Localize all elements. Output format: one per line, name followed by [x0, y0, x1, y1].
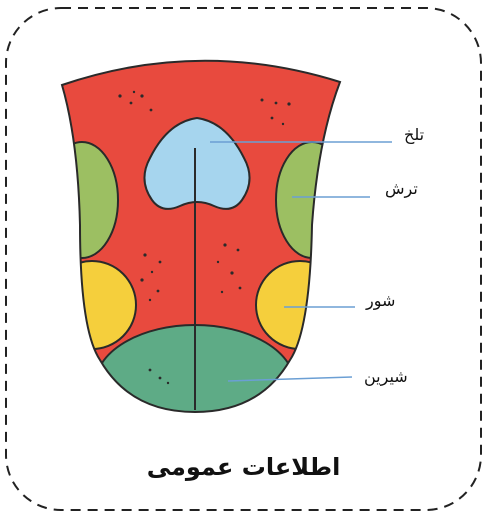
salty-label: شور: [366, 293, 395, 309]
caption-title: اطلاعات عمومی: [0, 453, 487, 482]
salty-zone-left: [48, 261, 136, 349]
sour-zone-left: [46, 142, 118, 258]
bitter-label: تلخ: [404, 127, 424, 143]
sour-label: ترش: [385, 181, 418, 197]
tongue-diagram: [46, 61, 392, 445]
sweet-label: شیرین: [364, 369, 408, 385]
